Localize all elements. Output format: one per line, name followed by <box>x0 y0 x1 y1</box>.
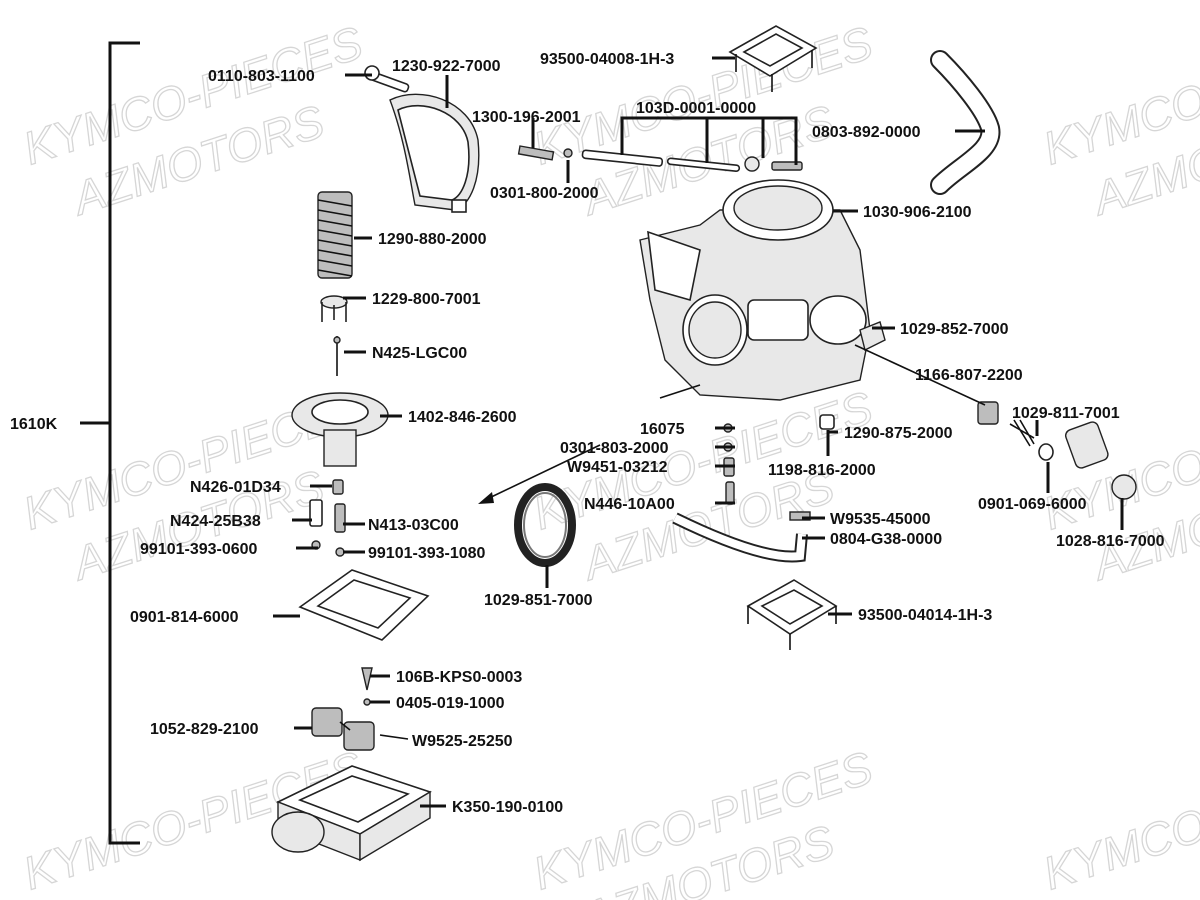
part-number-label: N424-25B38 <box>170 513 261 530</box>
gasket-part-icon <box>298 569 430 641</box>
part-number-label: N446-10A00 <box>584 496 675 513</box>
part-number-label: 1300-196-2001 <box>472 109 581 126</box>
carburetor-body-part-icon <box>639 179 886 401</box>
part-number-label: 93500-04014-1H-3 <box>858 607 992 624</box>
jet-needle-part-icon <box>333 336 341 376</box>
part-number-label: 1290-880-2000 <box>378 231 487 248</box>
part-number-label: 106B-KPS0-0003 <box>396 669 522 686</box>
part-number-label: 0803-892-0000 <box>812 124 921 141</box>
watermark-text: KYMCO-PIECES <box>1037 741 1200 900</box>
part-number-label: 1030-906-2100 <box>863 204 972 221</box>
part-number-label: 1229-800-7001 <box>372 291 481 308</box>
part-number-label: 1166-807-2200 <box>915 367 1023 384</box>
part-number-label: 1402-846-2600 <box>408 409 517 426</box>
part-number-label: N425-LGC00 <box>372 345 467 362</box>
part-number-label: 0405-019-1000 <box>396 695 505 712</box>
part-number-label: 93500-04008-1H-3 <box>540 51 674 68</box>
pilot-jet-part-icon <box>309 479 346 557</box>
part-number-label: W9535-45000 <box>830 511 931 528</box>
part-number-label: 1028-816-7000 <box>1056 533 1165 550</box>
part-drawings <box>271 25 1137 862</box>
part-number-label: 1029-811-7001 <box>1012 405 1120 422</box>
pilot-screw-part-icon <box>819 401 1137 500</box>
part-number-label: 1029-851-7000 <box>484 592 593 609</box>
part-number-label: 0301-800-2000 <box>490 185 599 202</box>
part-number-label: 1052-829-2100 <box>150 721 259 738</box>
float-part-icon <box>311 707 375 751</box>
float-bowl-part-icon <box>271 765 432 862</box>
part-number-label: 1230-922-7000 <box>392 58 501 75</box>
diaphragm-part-icon <box>291 392 389 467</box>
float-valve-part-icon <box>361 667 373 706</box>
part-number-label: 1290-875-2000 <box>844 425 953 442</box>
needle-retainer-part-icon <box>320 295 348 322</box>
part-number-label: 1029-852-7000 <box>900 321 1009 338</box>
spring-part-icon <box>317 191 353 279</box>
mounting-plate-part-icon <box>728 25 818 92</box>
part-number-label: 16075 <box>640 421 685 438</box>
leader-lines <box>273 56 1124 808</box>
idle-screw-part-icon <box>517 145 573 161</box>
part-number-label: 103D-0001-0000 <box>636 100 756 117</box>
o-ring-part-icon <box>514 483 576 567</box>
part-number-label: 0901-069-6000 <box>978 496 1087 513</box>
part-number-label: 0301-803-2000 <box>560 440 669 457</box>
part-number-label: W9451-03212 <box>567 459 668 476</box>
assembly-bracket: 1610K <box>10 41 140 845</box>
watermark-layer: KYMCO-PIECES AZMOTORS KYMCO-PIECES AZMOT… <box>16 15 1200 900</box>
part-number-label: N426-01D34 <box>190 479 281 496</box>
vent-hose-part-icon <box>930 50 1001 195</box>
part-number-label: 0804-G38-0000 <box>830 531 942 548</box>
part-number-label: 0110-803-1100 <box>208 68 315 85</box>
top-cover-part-icon <box>389 93 480 213</box>
part-number-label: N413-03C00 <box>368 517 459 534</box>
part-labels: 0110-803-1100 1230-922-7000 93500-04008-… <box>130 51 1165 816</box>
drain-hose-part-icon <box>672 511 811 563</box>
mounting-plate-part-icon <box>746 579 838 650</box>
part-number-label: K350-190-0100 <box>452 799 563 816</box>
part-number-label: 0901-814-6000 <box>130 609 239 626</box>
throttle-shaft-part-icon <box>581 149 803 172</box>
part-number-label: W9525-25250 <box>412 733 513 750</box>
part-number-label: 1198-816-2000 <box>768 462 876 479</box>
part-number-label: 99101-393-1080 <box>368 545 486 562</box>
assembly-code-label: 1610K <box>10 416 58 433</box>
part-number-label: 99101-393-0600 <box>140 541 258 558</box>
